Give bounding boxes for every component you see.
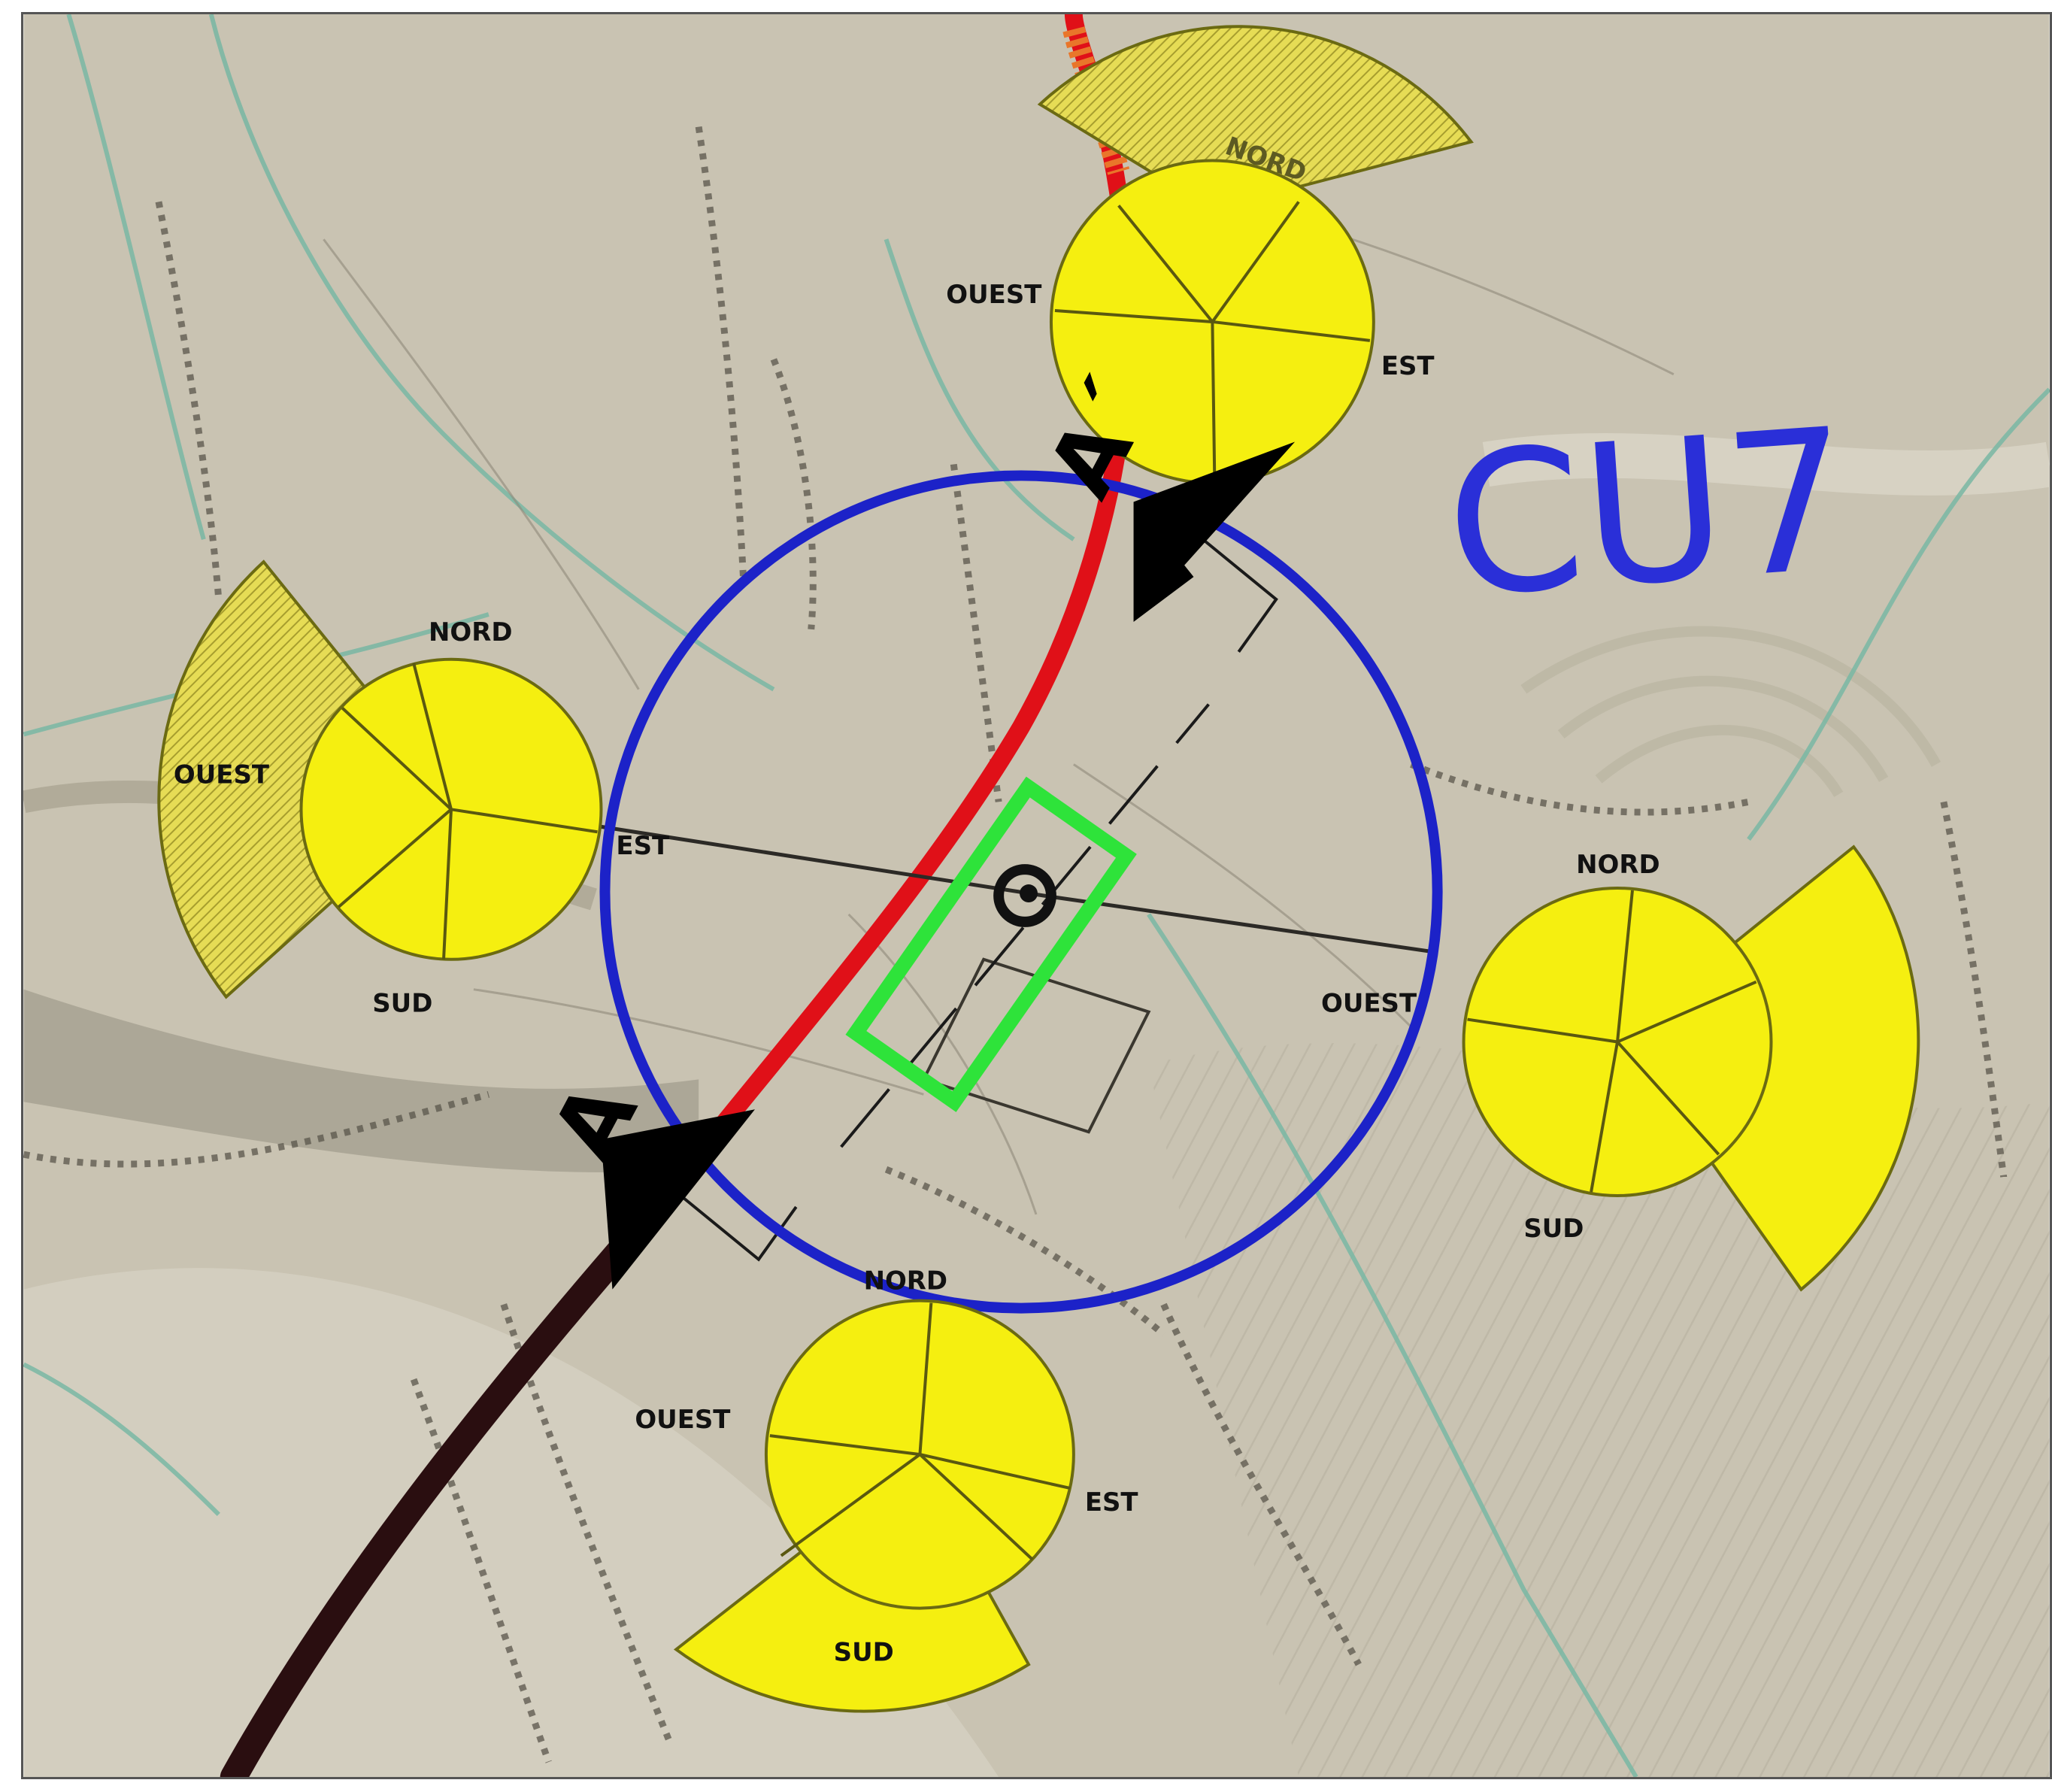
site-perimeter-circle <box>599 470 1443 1314</box>
west-cluster-label-nord: NORD <box>429 617 512 647</box>
section-end-arrow-tail <box>1133 502 1194 622</box>
stream-lines <box>23 14 2050 1777</box>
section-start-arrow-icon <box>601 1109 755 1290</box>
section-line <box>840 703 1210 1148</box>
pit-rectangle <box>845 776 1137 1112</box>
east-cluster-label-ouest: OUEST <box>1321 989 1417 1018</box>
survey-point-dot <box>1020 884 1038 902</box>
route-dark-segment <box>220 1215 653 1777</box>
south-cluster-label-est: EST <box>1085 1487 1138 1517</box>
north-cluster-label-est: EST <box>1381 351 1435 381</box>
view-cluster-north <box>1037 25 1474 485</box>
west-cluster-label-sud: SUD <box>372 989 432 1018</box>
section-end-bracket <box>1193 530 1278 653</box>
field-parcel-outline <box>921 957 1151 1134</box>
cross-line <box>586 822 1435 954</box>
view-cluster-south <box>673 1299 1075 1713</box>
section-start-bracket <box>674 1190 798 1262</box>
view-cluster-west <box>157 559 603 999</box>
site-label: CU7 <box>1440 387 1858 641</box>
east-cluster-label-nord: NORD <box>1576 850 1659 879</box>
route-orange-segment <box>1062 26 1130 175</box>
map-frame: NORD OUEST EST NORD OUEST EST SUD NORD O… <box>21 12 2052 1779</box>
north-cluster-label-ouest: OUEST <box>946 280 1041 309</box>
south-cluster-label-nord: NORD <box>864 1266 947 1296</box>
east-cluster-label-sud: SUD <box>1523 1214 1584 1243</box>
survey-point-icon <box>993 864 1056 927</box>
south-cluster-label-ouest: OUEST <box>635 1405 730 1434</box>
ridge-hachures <box>23 126 2008 1763</box>
south-cluster-label-sud: SUD <box>834 1637 894 1666</box>
west-cluster-label-ouest: OUEST <box>174 760 269 789</box>
west-cluster-label-est: EST <box>616 831 669 860</box>
view-cluster-east <box>1462 844 1920 1292</box>
map-canvas: NORD OUEST EST NORD OUEST EST SUD NORD O… <box>23 14 2050 1777</box>
